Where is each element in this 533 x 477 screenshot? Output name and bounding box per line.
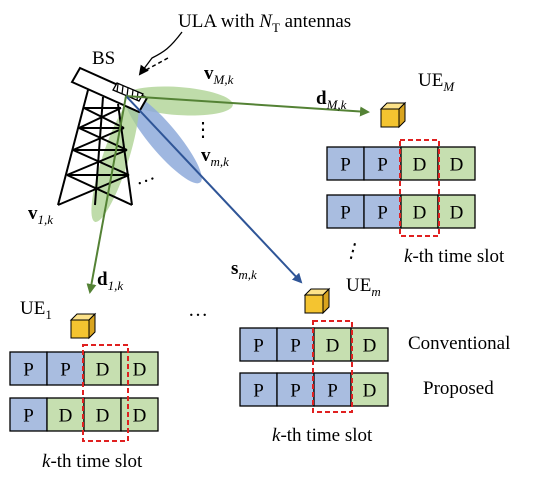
dots-beams-horizontal: … [131, 162, 157, 190]
dots-ue-M-to-m: ⋮ [340, 238, 365, 264]
ue-1-device-icon [69, 312, 97, 340]
svg-text:ULA with NT antennas: ULA with NT antennas [178, 11, 351, 35]
data-slot-cell [400, 194, 439, 229]
slot-cell-label: P [253, 336, 264, 357]
data-slot-cell [313, 327, 352, 362]
slot-cell-label: D [96, 360, 110, 381]
ula-dashed-extension [145, 57, 169, 71]
pilot-slot-cell [9, 351, 48, 386]
ue-m-device-icon [303, 287, 331, 315]
pilot-slot-cell [276, 327, 315, 362]
ue-1-highlight-box [82, 344, 129, 442]
arrow-s-m [125, 95, 303, 284]
slot-cell-label: D [413, 203, 427, 224]
pilot-slot-cell [239, 372, 278, 407]
ue-m-label: UEm [346, 275, 381, 299]
slot-cell-label: D [96, 406, 110, 427]
dots-beams-vertical: ⋮ [193, 119, 213, 141]
slot-cell-label: D [450, 203, 464, 224]
pilot-slot-cell [363, 194, 402, 229]
ue-m-time-slot-label: k-th time slot [272, 425, 373, 446]
conventional-label: Conventional [408, 333, 510, 354]
slot-cell-label: D [59, 406, 73, 427]
dots-ue-1-to-m: … [188, 299, 208, 321]
beam-label-v-1: v1,k [28, 203, 53, 227]
beam-label-v-m: vm,k [201, 145, 229, 169]
ue-M-time-slot-label: k-th time slot [404, 246, 505, 267]
data-slot-cell [46, 397, 85, 432]
arrow-label-s-m: sm,k [231, 258, 257, 282]
slot-cell-label: D [450, 155, 464, 176]
data-slot-cell [400, 146, 439, 181]
slot-cell-label: P [23, 360, 34, 381]
slot-cell-label: P [327, 381, 338, 402]
data-slot-cell [350, 327, 389, 362]
arrow-label-d-M: dM,k [316, 88, 347, 112]
slot-cell-label: D [133, 360, 147, 381]
ula-label: ULA with NT antennas [178, 11, 351, 35]
slot-cell-label: P [340, 203, 351, 224]
pilot-slot-cell [276, 372, 315, 407]
slot-cell-label: D [413, 155, 427, 176]
pilot-slot-cell [363, 146, 402, 181]
slot-cell-label: P [340, 155, 351, 176]
slot-cell-label: D [363, 381, 377, 402]
bs-label: BS [92, 48, 115, 69]
slot-cell-label: P [253, 381, 264, 402]
data-slot-cell [437, 146, 476, 181]
arrow-d-M [125, 95, 370, 117]
pilot-slot-cell [326, 146, 365, 181]
ue-m-highlight-box [312, 320, 353, 413]
ue-1-label: UE1 [20, 298, 52, 322]
slot-cell-label: P [60, 360, 71, 381]
proposed-label: Proposed [423, 378, 494, 399]
ula-pointer-arrow [138, 31, 183, 76]
slot-cell-label: D [133, 406, 147, 427]
slot-cell-label: D [363, 336, 377, 357]
slot-cell-label: P [377, 155, 388, 176]
slot-cell-label: P [290, 336, 301, 357]
pilot-slot-cell [326, 194, 365, 229]
ue-1-time-slot-label: k-th time slot [42, 451, 143, 472]
ue-M-device-icon [379, 101, 407, 129]
arrow-d-1 [86, 95, 127, 294]
arrow-label-d-1: d1,k [97, 269, 123, 293]
data-slot-cell [437, 194, 476, 229]
slot-cell-label: P [377, 203, 388, 224]
ue-M-label: UEM [418, 70, 455, 94]
beam-label-v-M: vM,k [204, 63, 234, 87]
slot-cell-label: P [23, 406, 34, 427]
slot-cell-label: P [290, 381, 301, 402]
slot-cell-label: D [326, 336, 340, 357]
ue-M-highlight-box [399, 139, 440, 237]
